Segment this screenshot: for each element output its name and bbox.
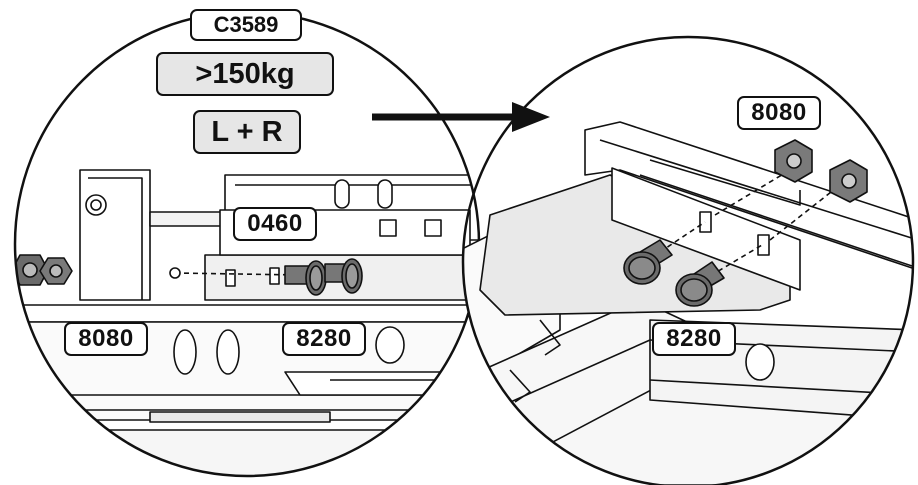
part-label-8080-right: 8080 — [737, 96, 821, 130]
part-label-0460: 0460 — [233, 207, 317, 241]
slot-hole — [377, 179, 393, 209]
square-hole — [379, 219, 397, 237]
upright-post — [79, 169, 151, 301]
bolt-8280-right-2 — [675, 261, 725, 307]
oval-hole — [216, 329, 240, 375]
bolt-8280-left — [284, 260, 327, 296]
arrow-right-icon — [372, 102, 550, 132]
nut-8080-left — [15, 254, 73, 286]
oval-hole — [375, 326, 405, 364]
nut-8080-right — [774, 139, 813, 183]
part-label-8280-left: 8280 — [282, 322, 366, 356]
bolt-8280-left-2 — [324, 258, 363, 294]
weight-label: >150kg — [156, 52, 334, 96]
nut-8080-right-2 — [829, 159, 868, 203]
oval-hole — [745, 343, 775, 381]
square-hole — [424, 219, 442, 237]
right-detail-view — [463, 121, 913, 485]
square-hole — [757, 234, 770, 256]
square-hole — [225, 269, 236, 287]
oval-hole — [173, 329, 197, 375]
right-upper-rail — [584, 121, 913, 271]
part-label-8080-left: 8080 — [64, 322, 148, 356]
right-detail-circle — [461, 35, 915, 485]
square-hole — [269, 267, 280, 285]
slot-hole — [334, 179, 350, 209]
model-code-label: C3589 — [190, 9, 302, 41]
bolt-8280-right — [623, 239, 673, 285]
square-hole — [699, 211, 712, 233]
side-label: L + R — [193, 110, 301, 154]
lower-rail — [15, 304, 479, 323]
part-label-8280-right: 8280 — [652, 322, 736, 356]
